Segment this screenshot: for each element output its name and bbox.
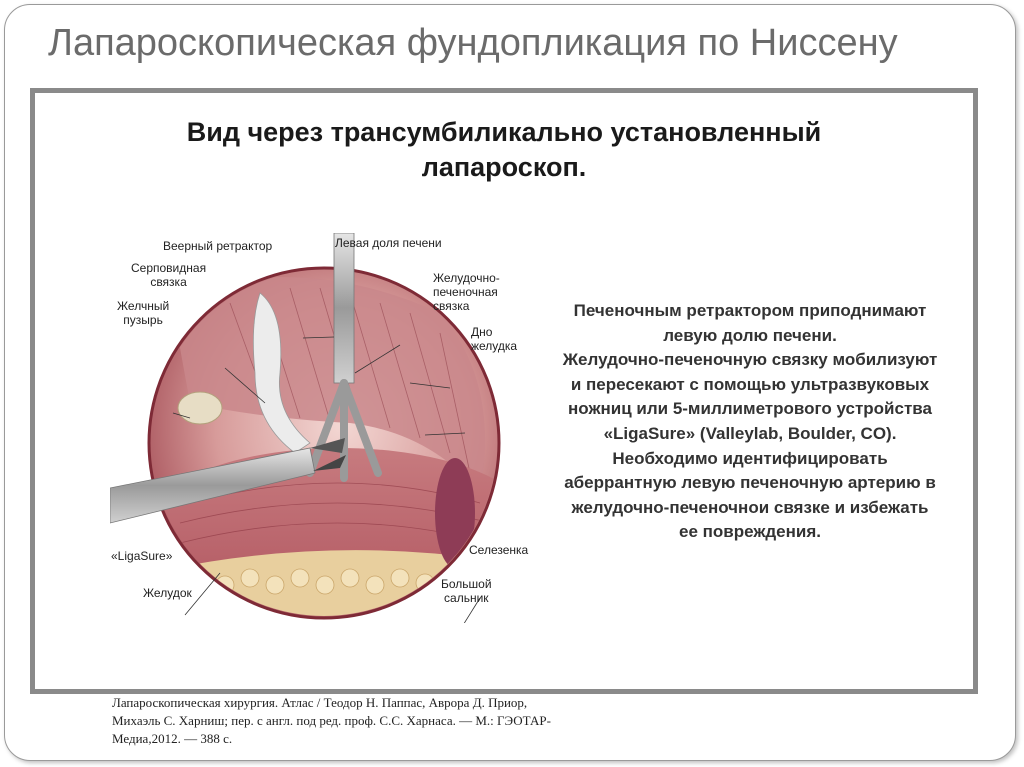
description-line: желудочно-печеночнои связке и избежать xyxy=(571,497,929,517)
source-citation: Лапароскопическая хирургия. Атлас / Теод… xyxy=(112,694,672,748)
figure-description: Печеночным ретрактором приподнимают леву… xyxy=(535,299,965,545)
description-line: левую долю печени. xyxy=(663,325,837,345)
falciform-ligament xyxy=(252,292,311,454)
description-line: ее повреждения. xyxy=(678,522,821,542)
label-falciform-line-2: связка xyxy=(150,275,187,289)
label-gastrohepatic-line-1: Желудочно- xyxy=(433,271,500,285)
label-omentum-line-2: сальник xyxy=(444,591,489,605)
description-line: Необходимо идентифицировать xyxy=(612,448,888,468)
citation-line-2: Михаэль С. Харниш; пер. с англ. под ред.… xyxy=(112,713,551,728)
spleen xyxy=(435,458,475,568)
label-gastrohepatic-line-3: связка xyxy=(433,299,470,313)
label-stomach: Желудок xyxy=(143,586,192,600)
description-line: Печеночным ретрактором приподнимают xyxy=(573,301,927,320)
label-gallbladder-line-2: пузырь xyxy=(123,313,163,327)
fan-retractor xyxy=(306,233,382,482)
description-line: Желудочно-печеночную связку мобилизуют xyxy=(562,350,938,370)
figure-frame: Вид через трансумбиликально установленны… xyxy=(30,88,978,694)
label-ligasure: «LigaSure» xyxy=(111,549,173,563)
label-fundus: Дно желудка xyxy=(471,325,517,353)
figure-title-line-2: лапароскоп. xyxy=(421,152,587,182)
label-fan-retractor: Веерный ретрактор xyxy=(163,239,273,253)
description-line: и пересекают с помощью ультразвуковых xyxy=(570,374,930,394)
description-line: «LigaSure» (Valleylab, Boulder, CO). xyxy=(603,423,897,443)
description-line: ножниц или 5-миллиметрового устройства xyxy=(568,399,932,419)
laparoscopic-view-illustration xyxy=(110,233,501,623)
label-left-liver-lobe: Левая доля печени xyxy=(335,236,442,250)
label-greater-omentum: Большой сальник xyxy=(441,577,492,605)
label-fundus-line-1: Дно xyxy=(471,325,493,339)
label-falciform-line-1: Серповидная xyxy=(131,261,207,275)
citation-line-3: Медиа,2012. — 388 с. xyxy=(112,731,233,746)
left-liver-lobe xyxy=(170,277,485,493)
label-gallbladder-line-1: Желчный xyxy=(117,299,170,313)
label-falciform-ligament: Серповидная связка xyxy=(131,261,206,289)
label-gallbladder: Желчный пузырь xyxy=(117,299,169,327)
label-gastrohepatic-ligament: Желудочно- печеночная связка xyxy=(433,271,500,313)
figure-title: Вид через трансумбиликально установленны… xyxy=(35,115,973,185)
label-gastrohepatic-line-2: печеночная xyxy=(433,285,498,299)
label-spleen: Селезенка xyxy=(469,543,529,557)
figure-title-line-1: Вид через трансумбиликально установленны… xyxy=(186,117,822,147)
citation-line-1: Лапароскопическая хирургия. Атлас / Теод… xyxy=(112,695,528,710)
ligasure-instrument xyxy=(110,438,346,524)
label-omentum-line-1: Большой xyxy=(441,577,492,591)
description-line: аберрантную левую печеночную артерию в xyxy=(564,473,936,493)
label-fundus-line-2: желудка xyxy=(471,339,518,353)
gallbladder xyxy=(177,391,223,425)
slide-title: Лапароскопическая фундопликация по Ниссе… xyxy=(48,22,898,64)
